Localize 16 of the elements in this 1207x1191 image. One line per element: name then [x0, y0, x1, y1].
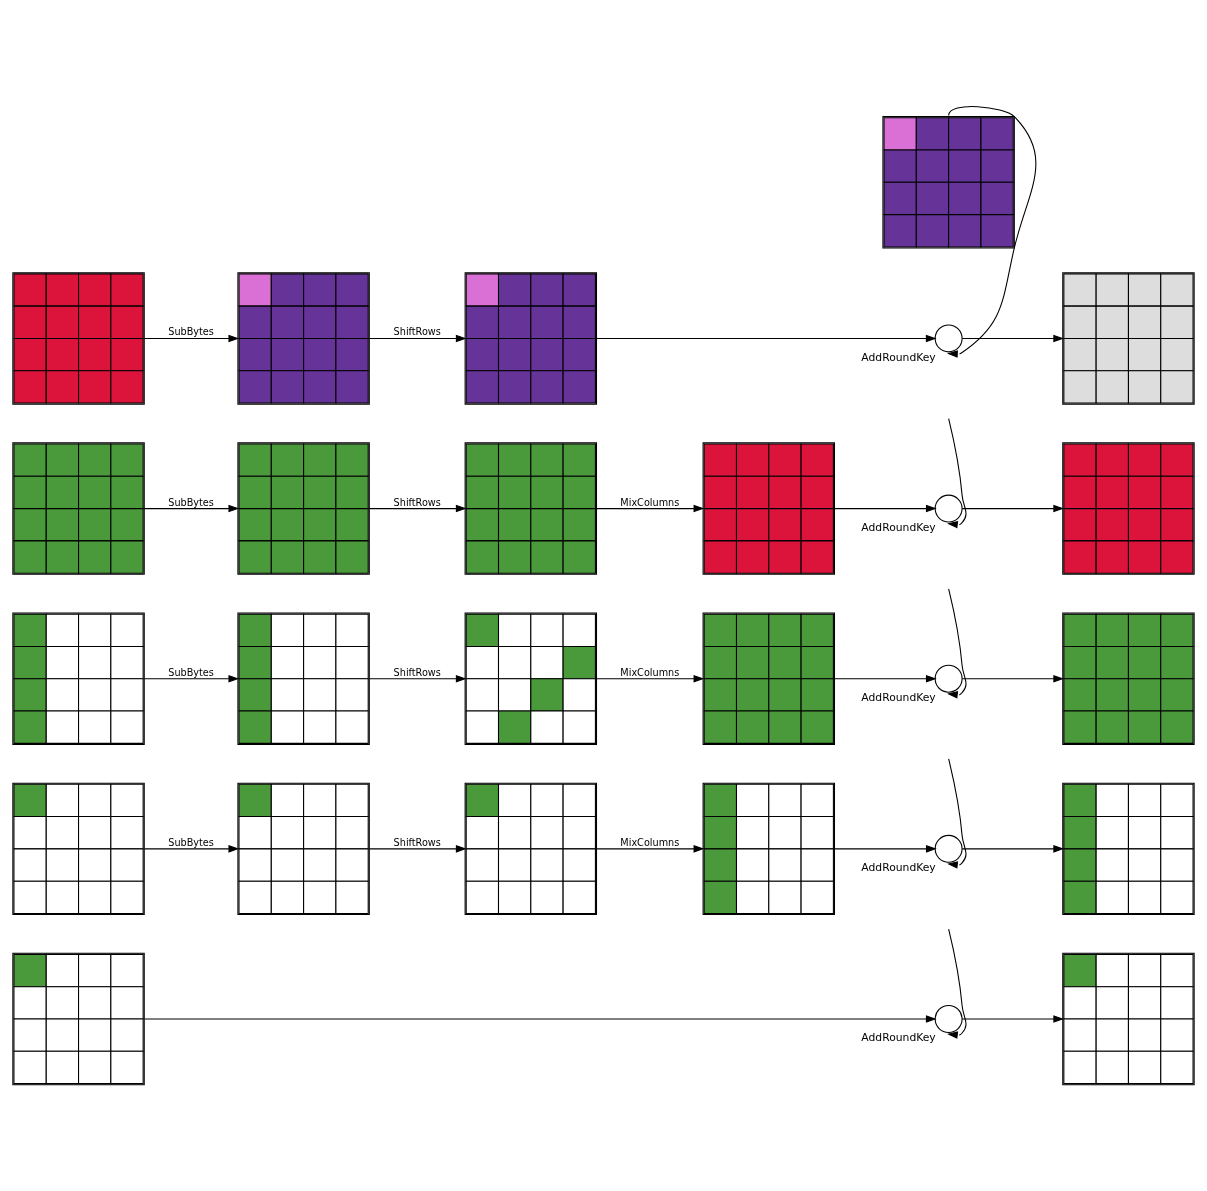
- edge-label: SubBytes: [168, 496, 214, 508]
- edge-label: MixColumns: [620, 666, 680, 678]
- edge-label: ShiftRows: [393, 496, 441, 508]
- edge-label: ShiftRows: [393, 666, 441, 678]
- edge-label: MixColumns: [620, 836, 680, 848]
- edge-label: SubBytes: [168, 836, 214, 848]
- node-label: AddRoundKey: [861, 1031, 936, 1045]
- edge-label: ShiftRows: [393, 836, 441, 848]
- edge-label: SubBytes: [168, 666, 214, 678]
- node-label: AddRoundKey: [861, 690, 936, 704]
- node-label: AddRoundKey: [861, 520, 936, 534]
- node-label: AddRoundKey: [861, 350, 936, 364]
- edge-label: ShiftRows: [393, 326, 441, 338]
- edge-label: SubBytes: [168, 326, 214, 338]
- node-label: AddRoundKey: [861, 860, 936, 874]
- edge-label: MixColumns: [620, 496, 680, 508]
